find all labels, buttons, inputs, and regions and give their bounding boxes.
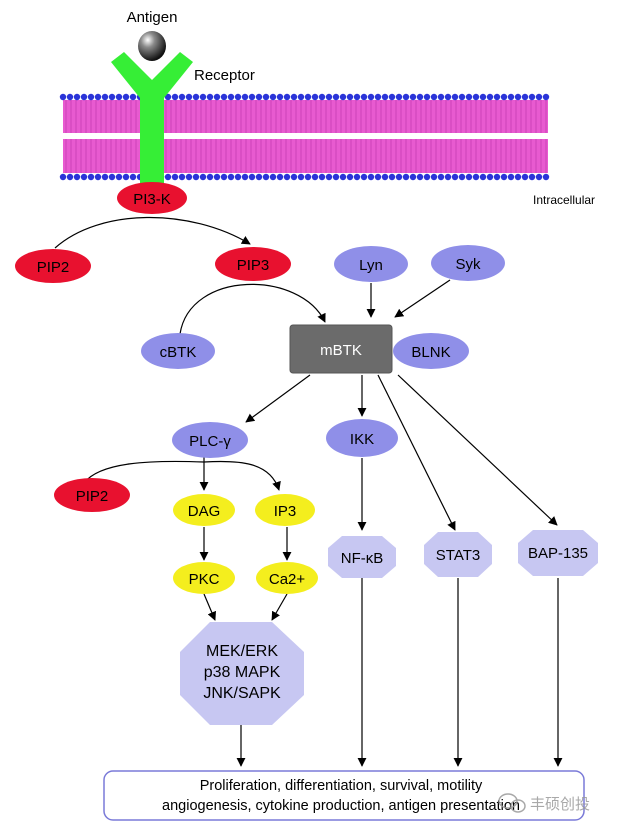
pkc-label: PKC	[189, 571, 220, 588]
pi3k-label: PI3-K	[133, 191, 171, 208]
lipid-tails	[65, 100, 547, 173]
dag-shape	[173, 494, 235, 526]
node-syk: Syk	[431, 245, 505, 281]
pip2-top-label: PIP2	[37, 259, 70, 276]
node-plc: PLC-γ	[172, 422, 248, 458]
plc-shape	[172, 422, 248, 458]
mapk-shape	[180, 622, 304, 725]
mbtk-label: mBTK	[320, 342, 362, 359]
antigen-label: Antigen	[127, 9, 178, 26]
lyn-shape	[334, 246, 408, 282]
outcome-line-1: Proliferation, differentiation, survival…	[200, 778, 483, 794]
pip2-top-shape	[15, 249, 91, 283]
node-mapk: MEK/ERK p38 MAPK JNK/SAPK	[180, 622, 304, 725]
ip3-label: IP3	[274, 503, 297, 520]
node-pip2-top: PIP2	[15, 249, 91, 283]
watermark-text: 丰硕创投	[530, 795, 590, 813]
dag-label: DAG	[188, 503, 221, 520]
arrow-ca-to-mapk	[271, 593, 288, 621]
node-stat3: STAT3	[424, 532, 492, 577]
pi3k-shape	[117, 182, 187, 214]
pip3-label: PIP3	[237, 257, 270, 274]
lyn-label: Lyn	[359, 257, 383, 274]
arrow-syk-to-mbtk	[394, 279, 451, 318]
wechat-icon	[498, 793, 526, 813]
bap-shape	[518, 530, 598, 576]
ikk-label: IKK	[350, 431, 374, 448]
arrow-mbtk-to-plc	[245, 374, 311, 423]
node-cbtk: cBTK	[141, 333, 215, 369]
ca-shape	[256, 562, 318, 594]
node-pkc: PKC	[173, 562, 235, 594]
ca-label: Ca2+	[269, 571, 306, 588]
mbtk-shape	[289, 324, 393, 374]
arrow-pip2-to-pip3	[54, 216, 251, 249]
arrow-cbtk-to-mbtk	[179, 283, 326, 335]
node-ikk: IKK	[326, 419, 398, 457]
mapk-line-2: p38 MAPK	[204, 664, 281, 681]
stat3-label: STAT3	[436, 547, 480, 564]
outcome-frame	[103, 770, 585, 821]
mapk-line-3: JNK/SAPK	[203, 685, 281, 702]
mapk-line-1: MEK/ERK	[206, 643, 278, 660]
node-mbtk: mBTK	[289, 324, 393, 374]
node-bap: BAP-135	[518, 530, 598, 576]
arrow-plc-to-ip3	[203, 460, 281, 491]
arrow-mbtk-to-stat3	[377, 374, 456, 531]
nfkb-shape	[328, 536, 396, 578]
arrow-pkc-to-mapk	[203, 593, 216, 621]
syk-label: Syk	[455, 256, 481, 273]
cell-membrane	[59, 93, 550, 181]
node-ca: Ca2+	[256, 562, 318, 594]
pip2-bottom-shape	[54, 478, 130, 512]
receptor	[111, 52, 193, 183]
node-lyn: Lyn	[334, 246, 408, 282]
ikk-shape	[326, 419, 398, 457]
ip3-shape	[255, 494, 315, 526]
stat3-shape	[424, 532, 492, 577]
antigen-ball	[138, 31, 166, 61]
syk-shape	[431, 245, 505, 281]
node-nfkb: NF-κB	[328, 536, 396, 578]
blnk-label: BLNK	[411, 344, 450, 361]
blnk-shape	[393, 333, 469, 369]
arrows	[54, 216, 563, 767]
line-pip2-to-plc	[83, 460, 205, 484]
nfkb-label: NF-κB	[341, 550, 384, 567]
receptor-shape	[111, 52, 193, 183]
outcome-line-2: angiogenesis, cytokine production, antig…	[162, 798, 520, 814]
cbtk-shape	[141, 333, 215, 369]
node-pip2-bottom: PIP2	[54, 478, 130, 512]
node-dag: DAG	[173, 494, 235, 526]
watermark: 丰硕创投	[498, 793, 590, 813]
outcome-box: Proliferation, differentiation, survival…	[103, 770, 585, 821]
pip3-shape	[215, 247, 291, 281]
node-ip3: IP3	[255, 494, 315, 526]
receptor-label: Receptor	[194, 67, 255, 84]
node-pi3k: PI3-K	[117, 182, 187, 214]
plc-label: PLC-γ	[189, 433, 231, 450]
arrow-mbtk-to-bap	[397, 374, 558, 526]
cbtk-label: cBTK	[160, 344, 197, 361]
node-pip3: PIP3	[215, 247, 291, 281]
pkc-shape	[173, 562, 235, 594]
pip2-bottom-label: PIP2	[76, 488, 109, 505]
intracellular-label: Intracellular	[533, 193, 595, 207]
bap-label: BAP-135	[528, 545, 588, 562]
node-blnk: BLNK	[393, 333, 469, 369]
